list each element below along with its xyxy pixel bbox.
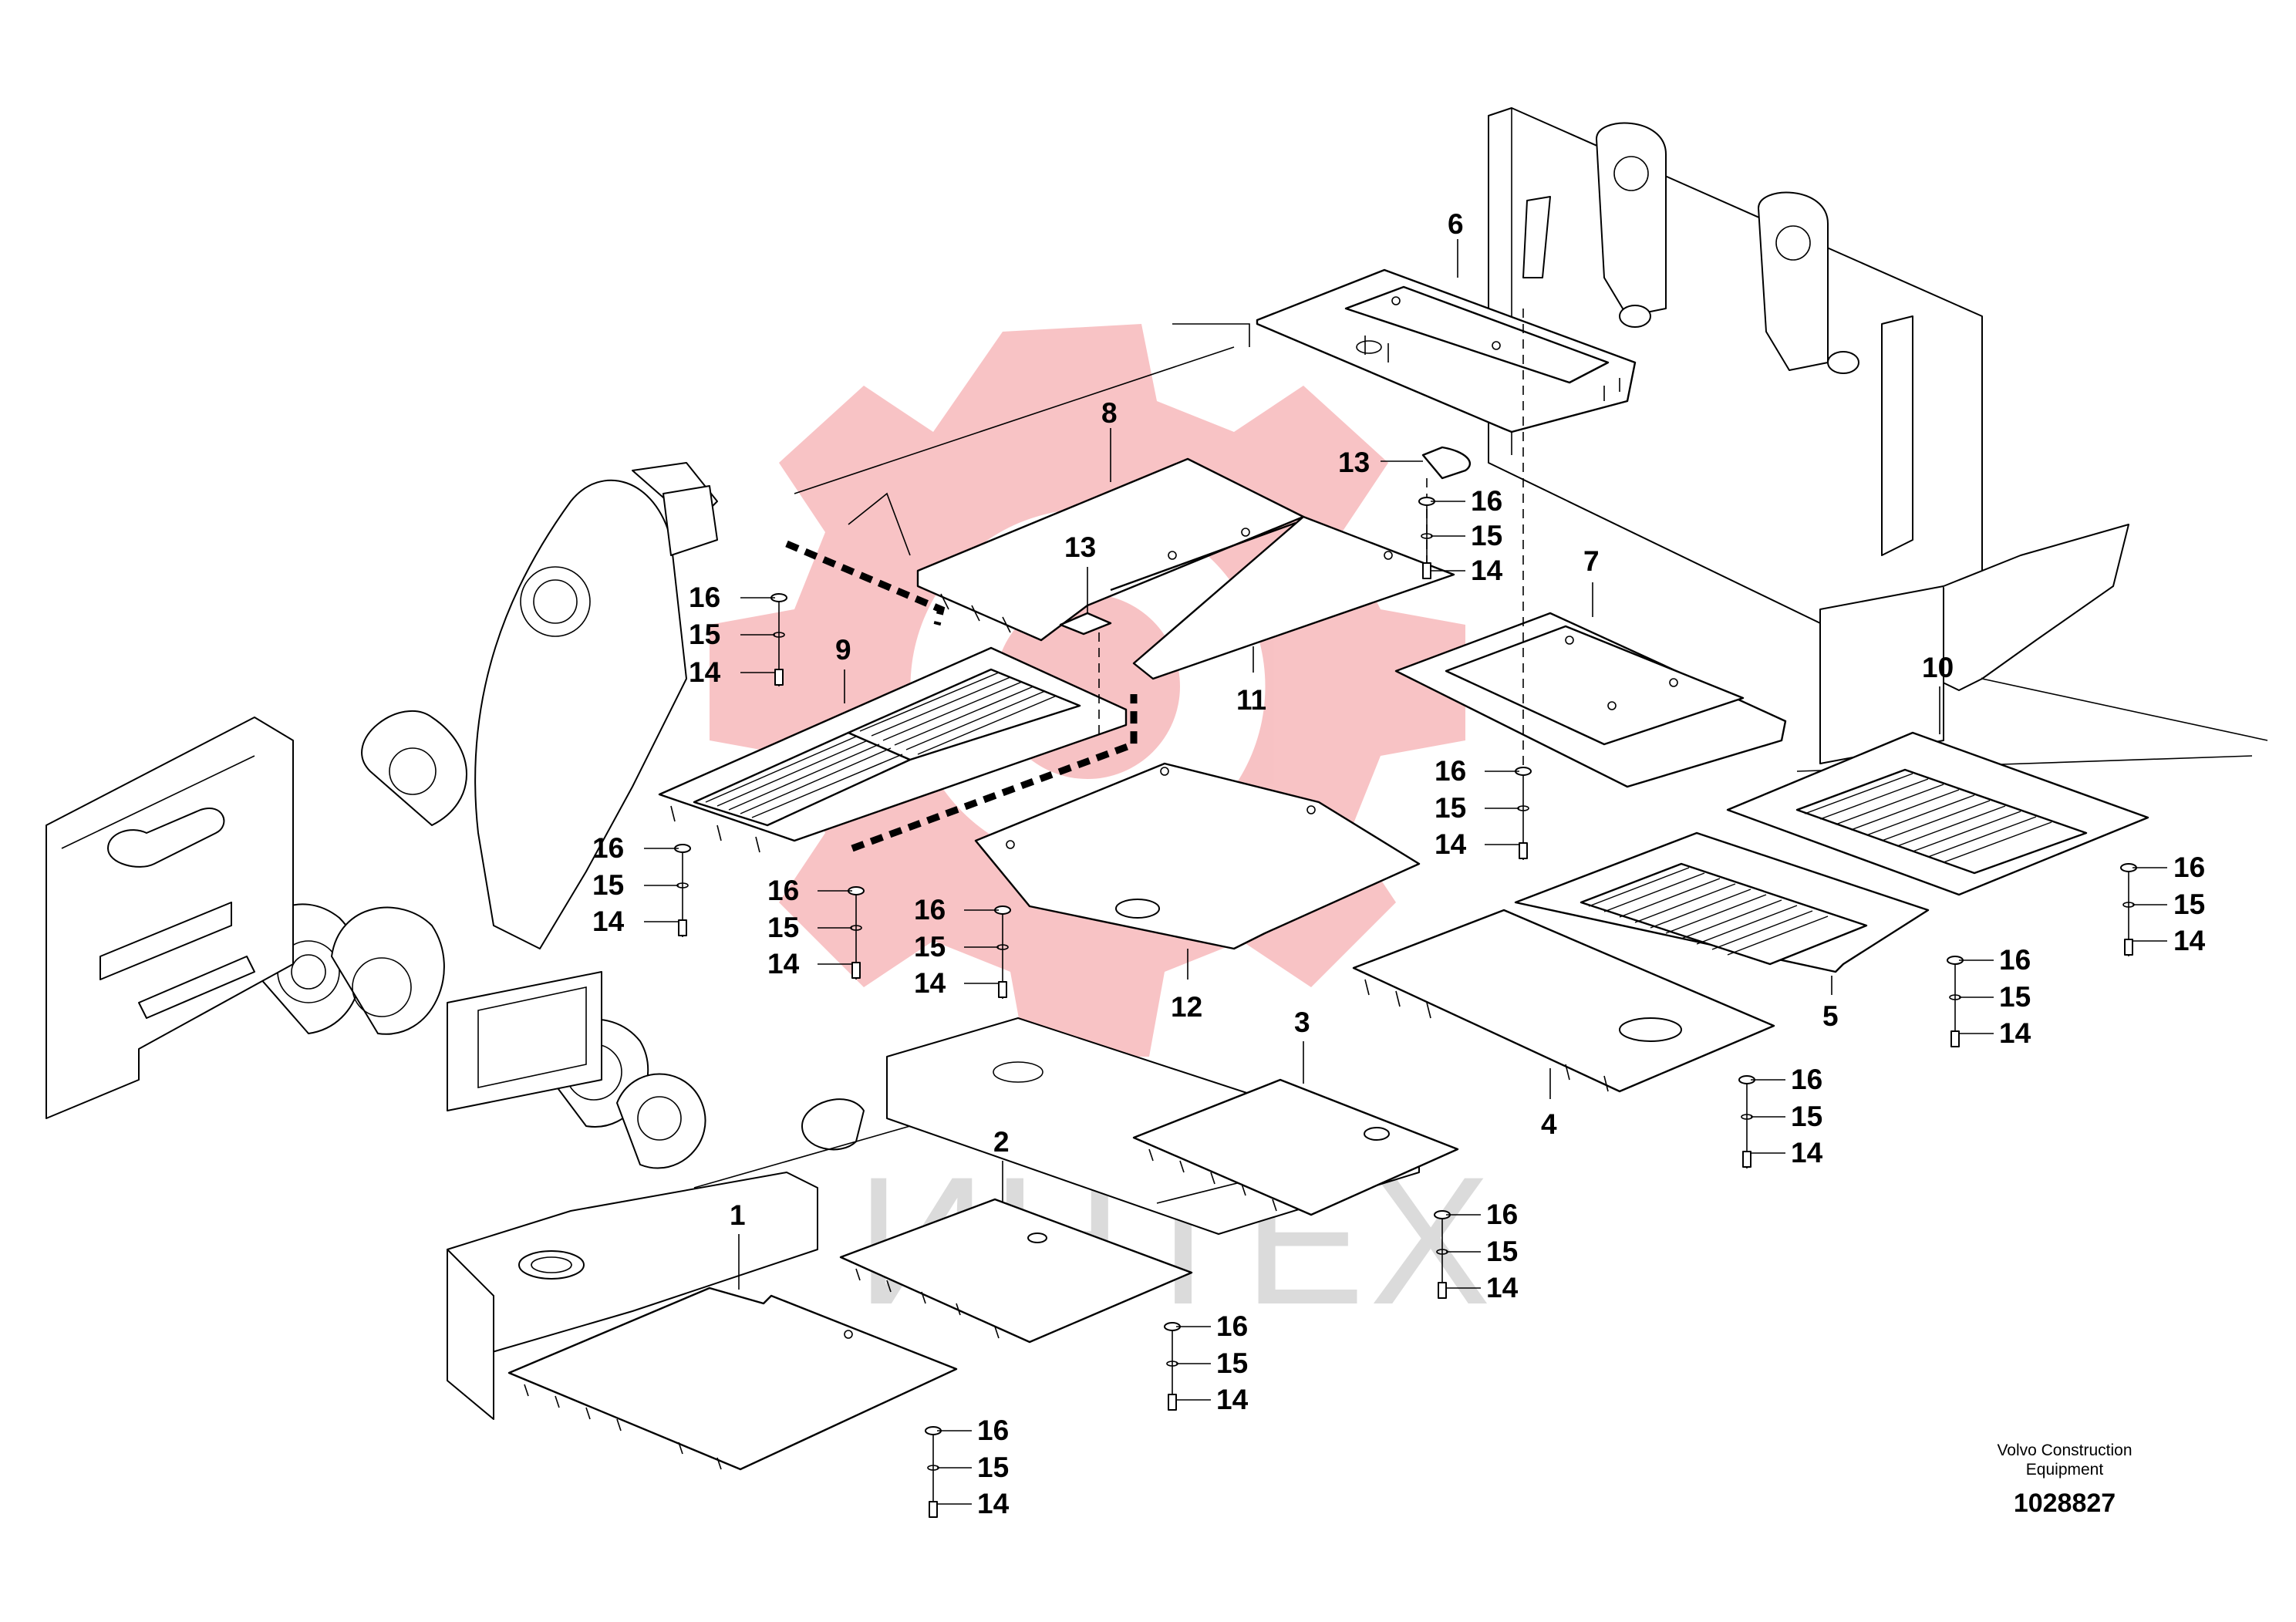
part-11-cover (1110, 515, 1455, 680)
callout-9: 9 (835, 634, 851, 666)
callout-16: 16 (914, 894, 946, 926)
callout-14: 14 (1435, 828, 1467, 860)
callout-16: 16 (2173, 851, 2205, 883)
part-6-cover (1256, 268, 1637, 433)
fastener-labels-l: 16 15 14 (977, 1415, 1010, 1519)
fastener-labels-a: 16 15 14 (689, 582, 721, 688)
callout-4: 4 (1541, 1108, 1557, 1140)
callout-15: 15 (1471, 520, 1502, 551)
callout-2: 2 (993, 1126, 1010, 1158)
callout-10: 10 (1922, 652, 1954, 683)
callout-15: 15 (1791, 1101, 1822, 1132)
callout-labels: 6 8 13 13 7 9 11 10 12 5 4 3 2 1 16 15 1… (592, 208, 2206, 1519)
callout-14: 14 (689, 656, 721, 688)
callout-15: 15 (2173, 889, 2205, 920)
callout-16: 16 (767, 875, 799, 906)
callout-15: 15 (1216, 1347, 1248, 1379)
part-13-plate-mid (1059, 612, 1112, 636)
callout-13-mid: 13 (1064, 531, 1096, 563)
callout-14: 14 (1216, 1384, 1249, 1415)
callout-12: 12 (1171, 991, 1202, 1023)
callout-1: 1 (730, 1199, 746, 1231)
callout-13-upper: 13 (1338, 447, 1370, 478)
callout-14: 14 (914, 967, 946, 999)
callout-5: 5 (1822, 1000, 1839, 1032)
callout-15: 15 (1435, 792, 1466, 824)
brand-line-2: Equipment (2025, 1461, 2104, 1479)
machine-frame (46, 107, 2268, 1420)
part-9-grating (658, 646, 1128, 853)
callout-6: 6 (1448, 208, 1464, 240)
fastener-stack-b (674, 844, 691, 937)
callout-15: 15 (1486, 1236, 1518, 1267)
part-5-grating (1514, 831, 1930, 973)
callout-7: 7 (1583, 545, 1600, 577)
drawing-footer: Volvo Construction Equipment 1028827 (1964, 1441, 2165, 1519)
part-3-plate (1132, 1078, 1459, 1216)
fastener-stack-a (770, 593, 787, 686)
callout-8: 8 (1101, 397, 1118, 429)
callout-16: 16 (1435, 755, 1466, 787)
fastener-labels-c: 16 15 14 (767, 875, 800, 980)
part-12-cover (974, 762, 1421, 950)
fastener-stack-i (1738, 1075, 1755, 1168)
fastener-labels-f: 16 15 14 (1435, 755, 1467, 860)
part-13-plate-upper (1421, 446, 1471, 480)
fastener-stack-l (925, 1426, 942, 1518)
fastener-labels-e: 16 15 14 (1471, 485, 1503, 586)
callout-14: 14 (592, 905, 625, 937)
callout-15: 15 (914, 931, 946, 963)
part-4-plate (1352, 909, 1775, 1093)
fastener-stack-j (1434, 1210, 1451, 1299)
callout-16: 16 (1999, 944, 2031, 976)
drawing-number: 1028827 (2013, 1489, 2116, 1518)
fastener-stack-k (1164, 1322, 1181, 1411)
fastener-stacks (674, 497, 2137, 1518)
callout-14: 14 (1791, 1137, 1823, 1168)
fastener-labels-h: 16 15 14 (1999, 944, 2031, 1049)
callout-15: 15 (977, 1452, 1009, 1483)
callout-16: 16 (689, 582, 720, 613)
callout-14: 14 (767, 948, 800, 980)
brand-line-1: Volvo Construction (1997, 1442, 2132, 1459)
watermark-gear-logo (710, 324, 1465, 1057)
callout-16: 16 (592, 832, 624, 864)
fastener-labels-k: 16 15 14 (1216, 1310, 1249, 1415)
part-2-plate (839, 1198, 1193, 1344)
fastener-stack-f (1515, 767, 1532, 860)
callout-15: 15 (689, 619, 720, 650)
fastener-labels-g: 16 15 14 (2173, 851, 2206, 956)
callout-14: 14 (1486, 1272, 1519, 1303)
callout-15: 15 (767, 912, 799, 943)
leader-lines (644, 239, 2167, 1505)
callout-16: 16 (1791, 1064, 1822, 1095)
callout-11: 11 (1236, 684, 1266, 716)
callout-14: 14 (2173, 925, 2206, 956)
fastener-labels-j: 16 15 14 (1486, 1199, 1519, 1303)
callout-16: 16 (1471, 485, 1502, 517)
callout-3: 3 (1294, 1007, 1310, 1038)
callout-15: 15 (592, 869, 624, 901)
fastener-labels-i: 16 15 14 (1791, 1064, 1823, 1168)
callout-16: 16 (1486, 1199, 1518, 1230)
callout-16: 16 (1216, 1310, 1248, 1342)
part-10-grating (1726, 731, 2149, 896)
callout-15: 15 (1999, 981, 2031, 1013)
callout-14: 14 (1471, 555, 1503, 586)
fastener-stack-c (848, 886, 865, 980)
callout-14: 14 (1999, 1017, 2031, 1049)
part-7-cover (1394, 612, 1787, 788)
fastener-labels-b: 16 15 14 (592, 832, 625, 937)
fastener-labels-d: 16 15 14 (914, 894, 946, 999)
callout-14: 14 (977, 1488, 1010, 1519)
callout-16: 16 (977, 1415, 1009, 1446)
fastener-stack-g (2120, 863, 2137, 956)
part-1-plate (507, 1286, 958, 1471)
